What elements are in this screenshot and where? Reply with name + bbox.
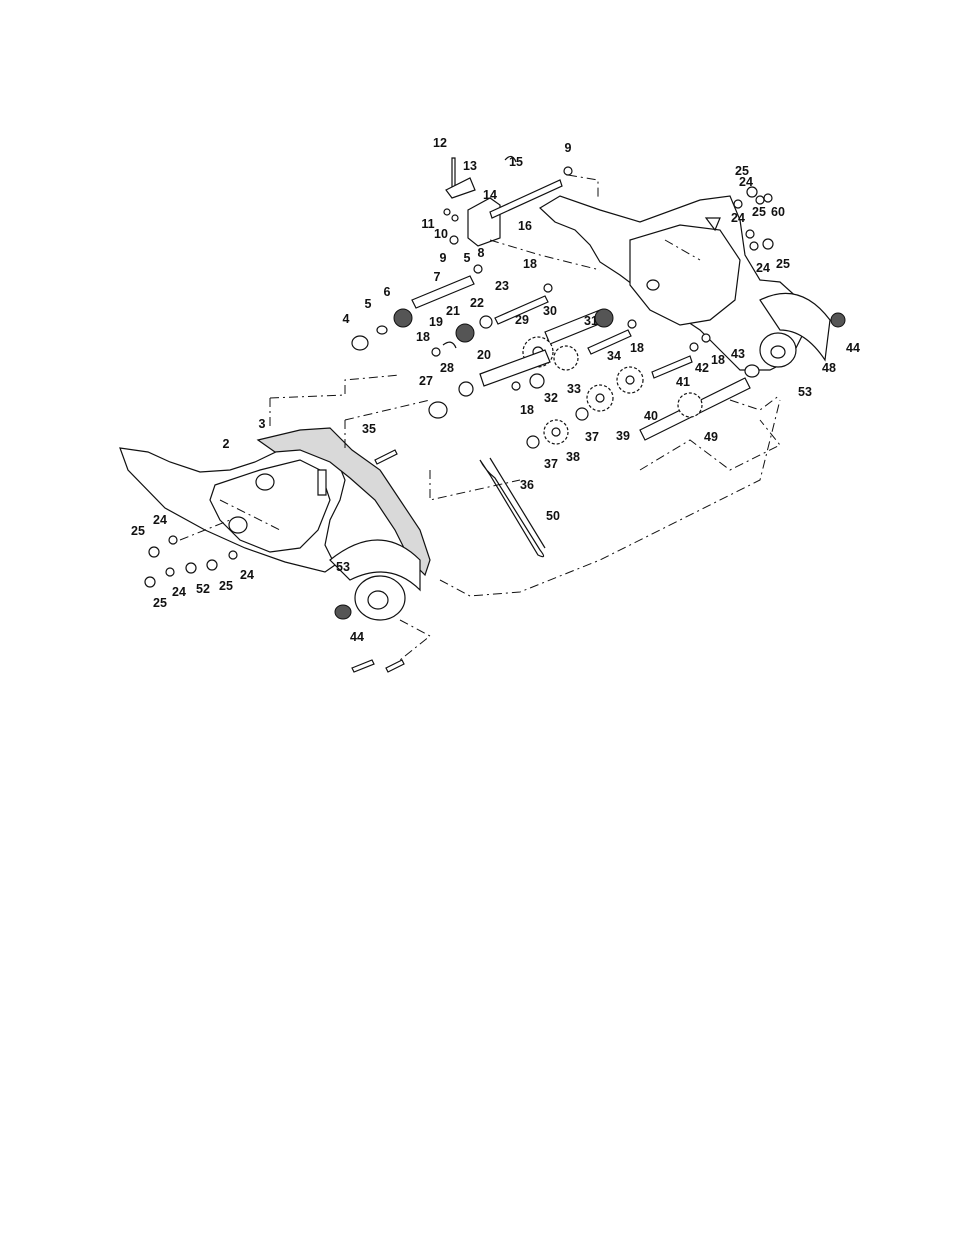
- callout-11: 11: [421, 217, 434, 231]
- callout-14: 14: [483, 188, 497, 202]
- callout-6: 6: [384, 285, 391, 299]
- callout-30: 30: [543, 304, 557, 318]
- bushing-43: [745, 365, 759, 377]
- sprocket-33: [554, 346, 578, 370]
- callout-25: 25: [776, 257, 790, 271]
- callout-23: 23: [495, 279, 509, 293]
- callout-21: 21: [446, 304, 460, 318]
- spacer-32: [530, 374, 544, 388]
- spacer-28: [459, 382, 473, 396]
- left-bearing-44: [335, 605, 351, 619]
- spacer-22: [480, 316, 492, 328]
- callout-41: 41: [676, 375, 690, 389]
- callout-22: 22: [470, 296, 484, 310]
- callout-28: 28: [440, 361, 454, 375]
- callout-16: 16: [518, 219, 532, 233]
- callout-35: 35: [362, 422, 376, 436]
- callout-25: 25: [153, 596, 167, 610]
- callout-2: 2: [223, 437, 230, 451]
- callout-24: 24: [153, 513, 167, 527]
- sprocket-49: [678, 393, 702, 417]
- gear-21: [456, 324, 474, 342]
- spacer-37b: [527, 436, 539, 448]
- shaft-7: [412, 276, 474, 308]
- callout-24: 24: [739, 175, 753, 189]
- washer-5: [377, 326, 387, 334]
- callout-5: 5: [365, 297, 372, 311]
- callout-18: 18: [416, 330, 430, 344]
- sprocket-38: [544, 420, 568, 444]
- callout-37: 37: [544, 457, 558, 471]
- callout-44: 44: [846, 341, 860, 355]
- callout-18: 18: [523, 257, 537, 271]
- sprocket-40: [617, 367, 643, 393]
- callout-29: 29: [515, 313, 529, 327]
- callout-18: 18: [520, 403, 534, 417]
- callout-60: 60: [771, 205, 785, 219]
- callout-12: 12: [433, 136, 447, 150]
- callout-25: 25: [752, 205, 766, 219]
- callout-39: 39: [616, 429, 630, 443]
- callout-50: 50: [546, 509, 560, 523]
- callout-34: 34: [607, 349, 621, 363]
- bolt-bottom-right: [386, 660, 404, 672]
- callout-3: 3: [259, 417, 266, 431]
- callout-13: 13: [463, 159, 477, 173]
- callout-5: 5: [464, 251, 471, 265]
- callout-52: 52: [196, 582, 210, 596]
- callout-20: 20: [477, 348, 491, 362]
- bolt-35: [375, 450, 397, 464]
- callout-43: 43: [731, 347, 745, 361]
- right-bearing-44: [831, 313, 845, 327]
- callout-25: 25: [219, 579, 233, 593]
- shift-bracket-14: [468, 198, 500, 246]
- callout-9: 9: [565, 141, 572, 155]
- callout-42: 42: [695, 361, 709, 375]
- callout-49: 49: [704, 430, 718, 444]
- callout-4: 4: [343, 312, 350, 326]
- callout-24: 24: [731, 211, 745, 225]
- callout-8: 8: [478, 246, 485, 260]
- bushing-27: [429, 402, 447, 418]
- callout-38: 38: [566, 450, 580, 464]
- callout-15: 15: [509, 155, 523, 169]
- bushing-4: [352, 336, 368, 350]
- drive-belt: [480, 458, 545, 557]
- callout-36: 36: [520, 478, 534, 492]
- bolt-bottom-left: [352, 660, 374, 672]
- callout-19: 19: [429, 315, 443, 329]
- callout-24: 24: [240, 568, 254, 582]
- callout-27: 27: [419, 374, 433, 388]
- callout-24: 24: [172, 585, 186, 599]
- callout-31: 31: [584, 314, 598, 328]
- callout-33: 33: [567, 382, 581, 396]
- callout-44: 44: [350, 630, 364, 644]
- gear-6: [394, 309, 412, 327]
- callout-48: 48: [822, 361, 836, 375]
- callout-25: 25: [131, 524, 145, 538]
- callout-18: 18: [711, 353, 725, 367]
- callout-10: 10: [434, 227, 448, 241]
- callout-37: 37: [585, 430, 599, 444]
- callout-40: 40: [644, 409, 658, 423]
- spacer-37a: [576, 408, 588, 420]
- callout-24: 24: [756, 261, 770, 275]
- callout-32: 32: [544, 391, 558, 405]
- callout-9: 9: [440, 251, 447, 265]
- callout-7: 7: [434, 270, 441, 284]
- callout-18: 18: [630, 341, 644, 355]
- callout-53: 53: [336, 560, 350, 574]
- sprocket-39: [587, 385, 613, 411]
- callout-53: 53: [798, 385, 812, 399]
